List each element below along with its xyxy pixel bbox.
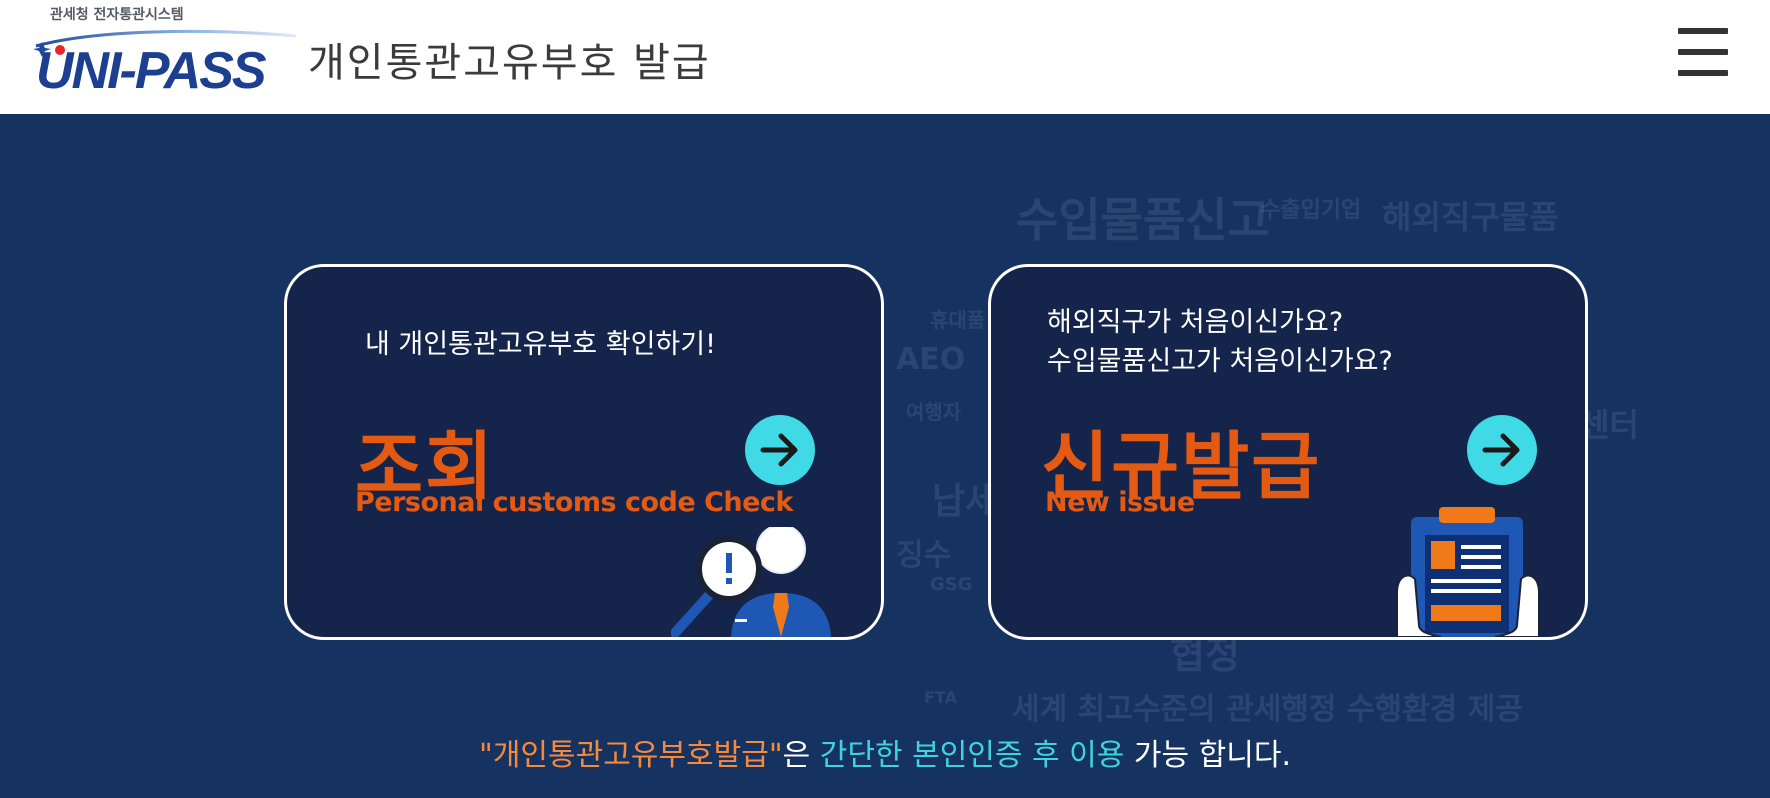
lookup-card-title: 조회 [355, 424, 496, 510]
uni-pass-logo-mark: UNI-PASS [34, 29, 296, 92]
arrow-right-icon[interactable] [1467, 415, 1537, 485]
notice-text: 은 [782, 738, 820, 773]
new-issue-card-title: 신규발급 [1041, 424, 1322, 510]
bg-word: 수입물품신고 [1016, 193, 1270, 247]
bg-word: FTA [924, 688, 957, 707]
main-area: 수입물품신고 수출입기업 해외직구물품 휴대품 AEO 여행자 센터 납세 징수… [0, 114, 1770, 798]
new-issue-card-question-2: 수입물품신고가 처음이신가요? [1047, 346, 1393, 377]
bg-word: AEO [896, 342, 966, 377]
bg-word: 수출입기업 [1260, 198, 1362, 223]
site-header: 관세청 전자통관시스템 UNI-PASS 개인통관고유부호 발급 [0, 0, 1770, 114]
background-word-cloud: 수입물품신고 수출입기업 해외직구물품 휴대품 AEO 여행자 센터 납세 징수… [880, 184, 1660, 744]
lookup-card[interactable]: 내 개인통관고유부호 확인하기! 조회 Personal customs cod… [284, 264, 884, 640]
page-title: 개인통관고유부호 발급 [308, 40, 711, 86]
usage-notice: "개인통관고유부호발급"은 간단한 본인인증 후 이용 가능 합니다. [0, 730, 1770, 774]
bg-word: 징수 [896, 538, 952, 573]
svg-text:UNI-PASS: UNI-PASS [36, 42, 267, 92]
new-issue-card[interactable]: 해외직구가 처음이신가요? 수입물품신고가 처음이신가요? 신규발급 New i… [988, 264, 1588, 640]
bg-word: 휴대품 [930, 308, 986, 332]
new-issue-card-subtitle: New issue [1045, 487, 1195, 518]
clipboard-document-icon [1396, 507, 1540, 637]
notice-text-end: 가능 합니다. [1124, 738, 1291, 773]
bg-word: 협정 [1170, 633, 1240, 677]
magnifier-person-icon [671, 527, 831, 637]
bg-word: GSG [930, 574, 973, 595]
notice-highlight: 간단한 본인인증 후 이용 [819, 738, 1125, 773]
arrow-right-icon[interactable] [745, 415, 815, 485]
new-issue-card-question-1: 해외직구가 처음이신가요? [1047, 307, 1344, 338]
bg-word: 센터 [1580, 406, 1639, 444]
lookup-card-description: 내 개인통관고유부호 확인하기! [365, 329, 716, 360]
bg-word: 해외직구물품 [1382, 198, 1559, 236]
lookup-card-subtitle: Personal customs code Check [355, 487, 793, 518]
uni-pass-logo[interactable]: 관세청 전자통관시스템 UNI-PASS [34, 2, 296, 92]
notice-service-name: "개인통관고유부호발급" [479, 738, 783, 773]
hamburger-menu-icon[interactable] [1678, 28, 1728, 76]
bg-word: 납세 [932, 481, 999, 522]
bg-word: 여행자 [906, 400, 962, 424]
bg-word: 세계 최고수준의 관세행정 수행환경 제공 [1012, 692, 1523, 727]
logo-caption: 관세청 전자통관시스템 [50, 7, 184, 23]
